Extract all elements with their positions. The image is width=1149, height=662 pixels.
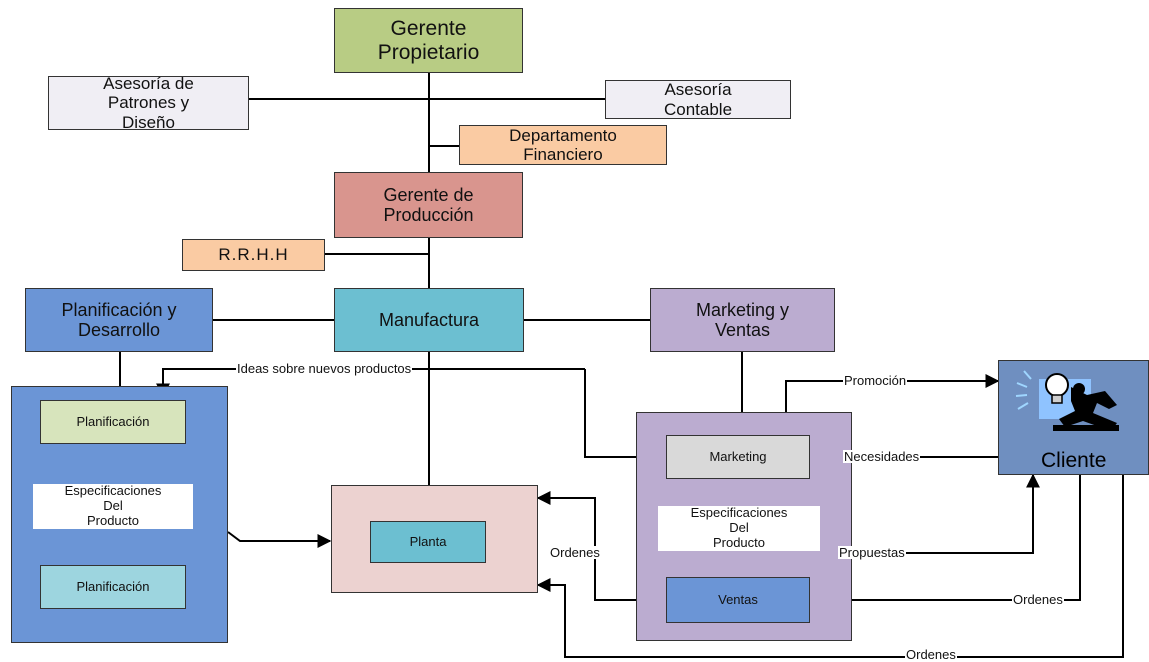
ventas-box: Ventas [666, 577, 810, 623]
cliente-box: Cliente [998, 360, 1149, 475]
planta-box: Planta [370, 521, 486, 563]
rrhh-box: R.R.H.H [182, 239, 325, 271]
planificacion-box-2: Planificación [40, 565, 186, 609]
ordenes-right-label: Ordenes [1012, 592, 1064, 607]
departamento-financiero-box: Departamento Financiero [459, 125, 667, 165]
cliente-label: Cliente [1041, 449, 1107, 472]
ordenes-left-label: Ordenes [549, 545, 601, 560]
ordenes-cliente-ventas-line [810, 475, 1081, 607]
planificacion-desarrollo-box: Planificación y Desarrollo [25, 288, 213, 352]
promocion-label: Promoción [843, 373, 908, 388]
gerente-propietario-box: Gerente Propietario [334, 8, 523, 73]
ideas-label: Ideas sobre nuevos productos [236, 361, 413, 376]
ordenes-cliente-planta-line [536, 475, 1124, 658]
left-to-planta-line [227, 531, 332, 548]
marketing-ventas-box: Marketing y Ventas [650, 288, 835, 352]
gerente-produccion-box: Gerente de Producción [334, 172, 523, 238]
ordenes-bottom-label: Ordenes [905, 647, 957, 662]
marketing-box: Marketing [666, 435, 810, 479]
asesoria-contable-box: Asesoría Contable [605, 80, 791, 119]
especificaciones-right-label: Especificaciones Del Producto [658, 505, 820, 551]
asesoria-patrones-box: Asesoría de Patrones y Diseño [48, 74, 249, 132]
businessman-idea-icon [1015, 370, 1119, 431]
manufactura-box: Manufactura [334, 288, 524, 352]
propuestas-label: Propuestas [838, 545, 906, 560]
especificaciones-left-label: Especificaciones Del Producto [33, 483, 193, 529]
planificacion-box-1: Planificación [40, 400, 186, 444]
necesidades-label: Necesidades [843, 449, 921, 464]
